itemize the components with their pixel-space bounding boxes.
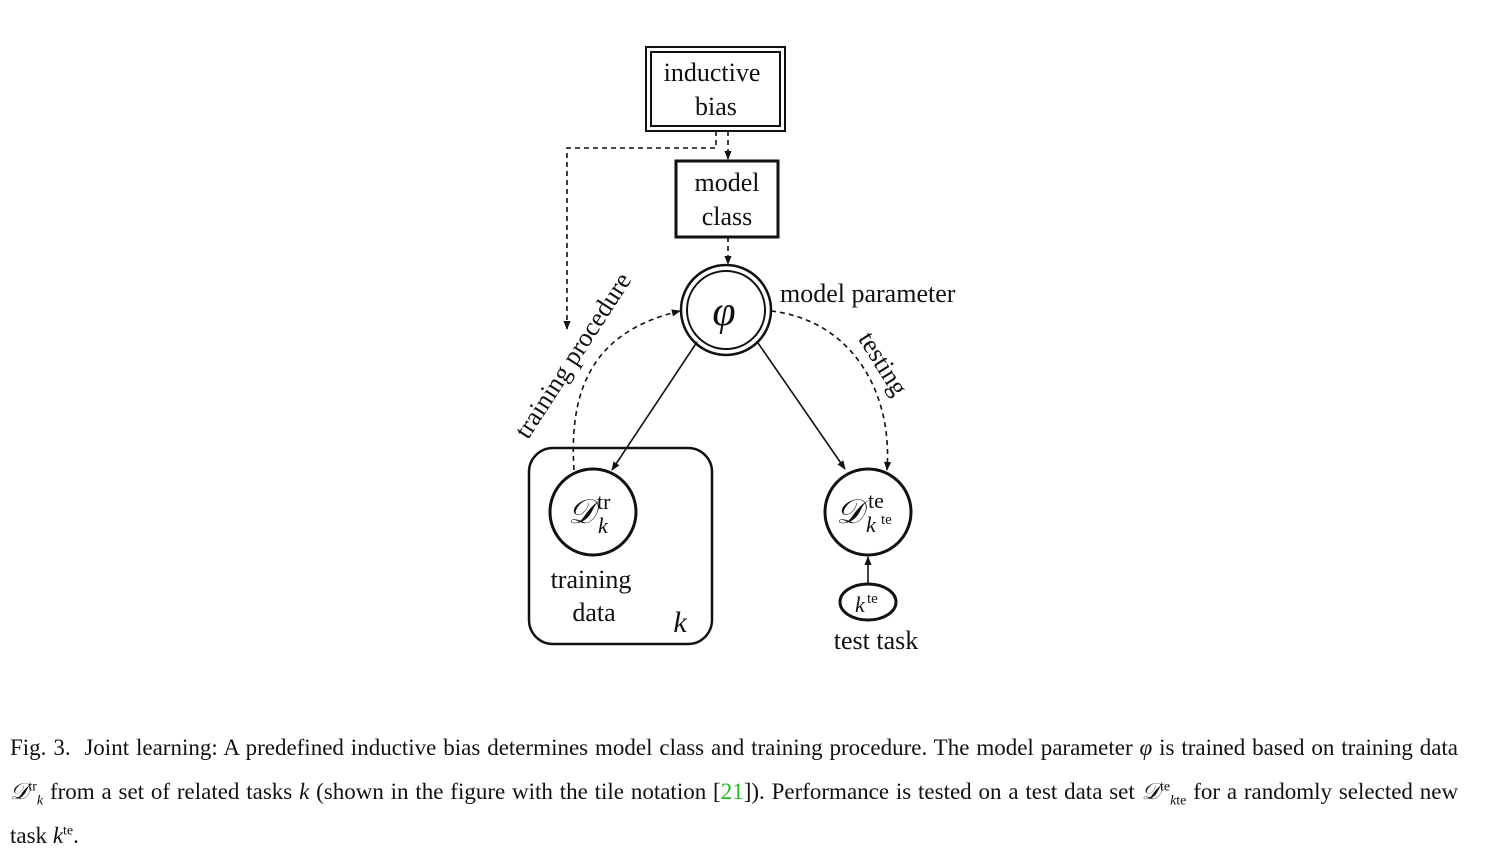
caption-text-3: from a set of related tasks	[49, 779, 293, 804]
edge-parameter-to-test-data	[757, 342, 846, 470]
caption-tr: tr	[28, 779, 37, 795]
training-data-sup: tr	[597, 489, 611, 514]
caption-te-sub: te	[1176, 793, 1187, 809]
caption-k-sub: k	[36, 793, 44, 809]
test-data-node: 𝒟 te k te	[823, 467, 913, 557]
caption-new-task: kte	[53, 823, 73, 848]
plate-index-k: k	[673, 606, 687, 639]
test-data-sup: te	[868, 488, 884, 513]
inductive-bias-label-2: bias	[695, 92, 737, 121]
phi-symbol: φ	[712, 289, 735, 335]
model-class-node: model class	[674, 159, 780, 239]
inductive-bias-node: inductive bias	[645, 46, 786, 132]
caption-training-data: 𝒟trk	[10, 779, 43, 808]
caption-d-symbol-2: 𝒟	[1141, 779, 1160, 804]
test-data-sub: k	[866, 512, 877, 537]
caption-k-2: k	[52, 823, 64, 848]
training-data-node: 𝒟 tr k	[548, 467, 638, 557]
caption-te: te	[1159, 779, 1171, 795]
caption-test-data: 𝒟tekte	[1141, 779, 1187, 808]
inductive-bias-label-1: inductive	[664, 58, 761, 87]
caption-te-2: te	[63, 823, 74, 839]
task-plate	[527, 446, 714, 646]
caption-text-5: ]). Performance is tested on a test data…	[743, 779, 1135, 804]
training-data-sub: k	[598, 513, 609, 538]
caption-text-4: (shown in the figure with the tile notat…	[316, 779, 721, 804]
joint-learning-diagram: inductive bias model class φ model param…	[509, 46, 956, 655]
edge-training-procedure	[572, 309, 681, 471]
test-task-label: test task	[834, 626, 919, 655]
training-data-label-2: data	[572, 598, 616, 627]
caption-text-1: Joint learning: A predefined inductive b…	[84, 735, 1133, 760]
test-task-symbol: k	[855, 592, 866, 617]
model-parameter-label: model parameter	[780, 279, 956, 308]
caption-end: .	[73, 823, 79, 848]
edge-parameter-to-training-data	[611, 341, 698, 471]
model-parameter-node: φ	[679, 263, 773, 357]
caption-d-symbol: 𝒟	[10, 779, 29, 804]
caption-k: k	[299, 779, 310, 804]
figure-caption: Fig. 3. Joint learning: A predefined ind…	[10, 726, 1458, 858]
testing-label: testing	[853, 326, 914, 400]
test-data-sub-sup: te	[881, 512, 892, 528]
test-task-sup: te	[867, 591, 878, 607]
edge-bias-to-training-procedure	[563, 131, 717, 330]
caption-k-sub-2: k	[1170, 793, 1177, 809]
training-procedure-label: training procedure	[509, 267, 638, 443]
caption-citation[interactable]: 21	[720, 779, 744, 804]
caption-text-6: for a randomly selected new task	[10, 779, 1459, 848]
edge-testing	[770, 310, 892, 471]
training-data-label-1: training	[551, 565, 632, 594]
test-task-node: k te	[838, 582, 898, 622]
model-class-label-2: class	[702, 202, 753, 231]
caption-phi: φ	[1139, 735, 1153, 760]
model-class-label-1: model	[695, 168, 760, 197]
caption-fig-label: Fig. 3.	[10, 735, 71, 760]
caption-text-2: is trained based on training data	[1159, 735, 1459, 760]
